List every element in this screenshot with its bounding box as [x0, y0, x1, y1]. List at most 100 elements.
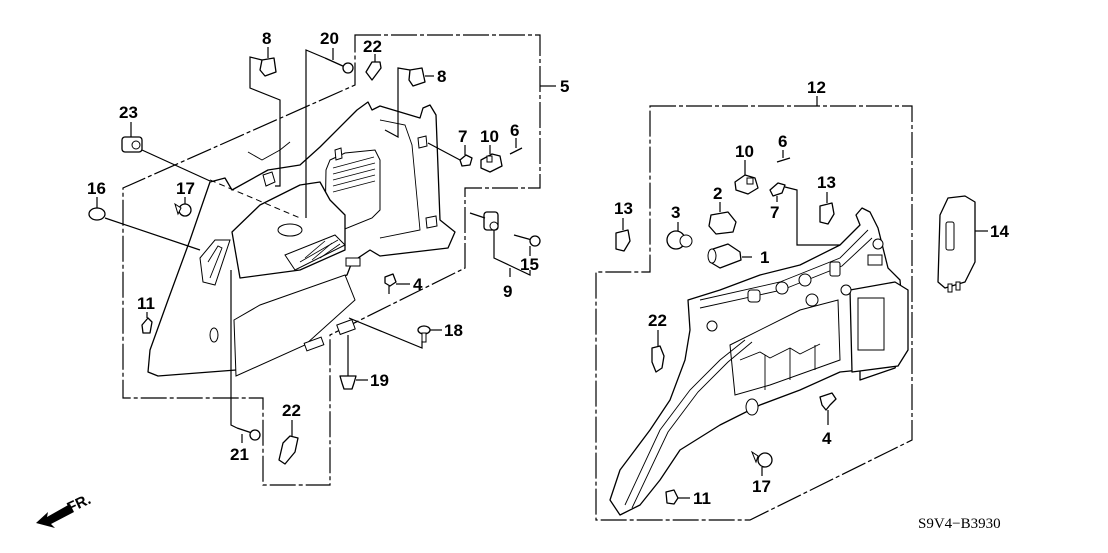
left-lining-assembly [122, 34, 556, 486]
speaker-mesh [284, 234, 346, 271]
panel-hole [745, 398, 759, 416]
pillar-slot [334, 147, 343, 161]
part-22-clip-c[interactable]: 22 [648, 311, 667, 373]
part-14-cover[interactable]: 14 [937, 195, 1009, 293]
callout-7: 7 [458, 127, 467, 146]
screw-icon [513, 234, 533, 241]
part-11-clip-b[interactable]: 11 [665, 489, 711, 508]
socket-icon [708, 211, 737, 235]
part-21-screw[interactable]: 21 [230, 270, 261, 464]
part-16-plug[interactable]: 16 [87, 179, 201, 251]
callout-19: 19 [370, 371, 389, 390]
part-11-clip-a[interactable]: 11 [137, 294, 155, 334]
lower-rib-section [729, 299, 841, 396]
right-lining-assembly: 12 [595, 78, 913, 521]
grab-handle-inner [207, 245, 223, 279]
part-13-cap-a[interactable]: 13 [817, 173, 836, 225]
screw-icon [236, 427, 253, 434]
callout-17: 17 [176, 179, 195, 198]
callout-1: 1 [760, 248, 769, 267]
front-arrow-icon [36, 504, 74, 528]
callout-6: 6 [510, 121, 519, 140]
clip-icon [278, 435, 299, 465]
clip-icon [769, 182, 786, 197]
callout-11: 11 [693, 489, 711, 508]
part-10-bracket-a[interactable]: 10 [480, 127, 503, 173]
callout-3: 3 [671, 203, 680, 222]
cap-icon [408, 67, 426, 87]
part-9-holder[interactable]: 9 [469, 211, 531, 301]
panel-tab [303, 336, 325, 352]
clip-icon [819, 392, 837, 411]
part-7-clip-a[interactable]: 7 [427, 127, 473, 167]
callout-18: 18 [444, 321, 463, 340]
callout-17: 17 [752, 477, 771, 496]
clip-icon [178, 203, 192, 217]
front-strip-edge [624, 339, 746, 506]
pillar-slot [425, 215, 438, 229]
part-7-clip-b[interactable]: 7 [769, 182, 840, 246]
upper-clip [262, 171, 276, 187]
callout-15: 15 [520, 255, 539, 274]
pin-icon [776, 157, 791, 163]
part-4-clip-b[interactable]: 4 [819, 392, 837, 448]
part-15-screw[interactable]: 15 [513, 234, 541, 274]
callout-13: 13 [614, 199, 633, 218]
screw-icon [324, 57, 346, 68]
callout-6: 6 [778, 132, 787, 151]
cap-icon [615, 229, 631, 252]
panel-clip-mounts [706, 238, 884, 332]
part-10-bracket-b[interactable]: 10 [734, 142, 759, 195]
lower-kick-panel [233, 274, 356, 377]
front-strip-edge [631, 341, 753, 509]
part-13-cap-b[interactable]: 13 [614, 199, 633, 252]
clip-icon [651, 345, 665, 373]
part-6-pin-a[interactable]: 6 [509, 121, 523, 155]
part-8-cap-b[interactable]: 8 [384, 67, 446, 139]
part-2-socket[interactable]: 2 [708, 184, 737, 235]
callout-21: 21 [230, 445, 249, 464]
part-3-socket[interactable]: 3 [666, 203, 693, 250]
cover-icon [937, 195, 976, 289]
side-box-window [857, 297, 885, 351]
assembly-5-frame [122, 34, 541, 486]
grommet-icon [339, 375, 357, 390]
part-4-clip-a[interactable]: 4 [384, 273, 423, 294]
panel-tab [345, 257, 361, 267]
part-22-clip-b[interactable]: 22 [278, 401, 301, 465]
leader-23-dashed [209, 179, 301, 219]
clip-icon [141, 317, 153, 334]
clip-icon [665, 489, 679, 505]
part-17-clip-a[interactable]: 17 [174, 179, 195, 217]
part-22-clip-a[interactable]: 22 [363, 37, 382, 81]
callout-9: 9 [503, 282, 512, 301]
bracket-icon [480, 153, 503, 173]
clip-icon [757, 452, 773, 468]
callout-20: 20 [320, 29, 339, 48]
part-6-pin-b[interactable]: 6 [776, 132, 791, 163]
callout-11: 11 [137, 294, 155, 313]
part-19-grommet[interactable]: 19 [339, 335, 389, 390]
callout-8: 8 [437, 67, 446, 86]
pillar-slot [417, 135, 428, 149]
front-direction-indicator: FR. [36, 491, 94, 528]
part-23-fastener[interactable]: 23 [119, 103, 211, 182]
clip-icon [459, 154, 473, 167]
callout-5: 5 [560, 77, 569, 96]
clip-icon [384, 273, 397, 287]
callout-4: 4 [822, 429, 832, 448]
part-18-rivet[interactable]: 18 [348, 317, 463, 349]
upper-rail-inner [699, 237, 873, 309]
plug-icon [88, 207, 106, 221]
part-20-screw[interactable]: 20 [305, 29, 354, 218]
diagram-code: S9V4−B3930 [918, 516, 1001, 532]
callout-8: 8 [262, 29, 271, 48]
part-1-accessory-socket[interactable]: 1 [707, 243, 769, 269]
cup-holder-hole [277, 223, 303, 237]
callout-2: 2 [713, 184, 722, 203]
part-8-cap-a[interactable]: 8 [249, 29, 281, 187]
panel-clip-hole [209, 327, 219, 343]
part-17-clip-b[interactable]: 17 [750, 450, 773, 496]
callout-4: 4 [413, 275, 423, 294]
callout-22: 22 [648, 311, 667, 330]
